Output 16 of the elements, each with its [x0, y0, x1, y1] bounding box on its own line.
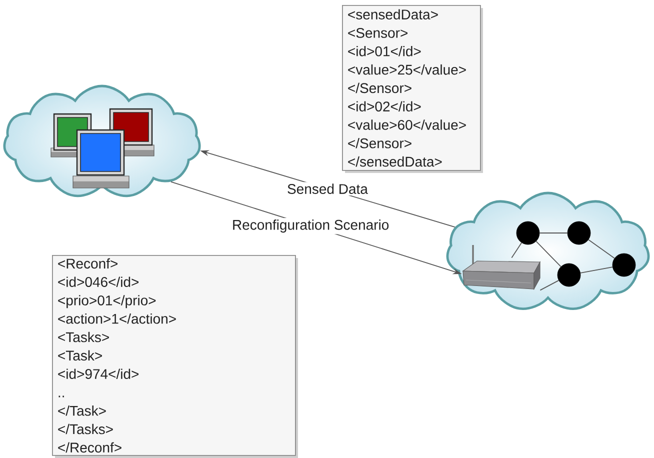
edge-label: Reconfiguration Scenario: [230, 218, 391, 234]
link-line: [511, 242, 522, 258]
xml-message-box: <Reconf> <id>046</id> <prio>01</prio> <action>1</action> <Tasks> <Task> <id>974</id> .. </Task> </Tasks> </Reconf>: [52, 255, 298, 458]
sensor-dot: [557, 263, 581, 287]
sensor-dot: [612, 253, 636, 277]
cloud: [3, 84, 201, 198]
link-line: [536, 240, 562, 268]
link-line: [588, 239, 615, 259]
link-line: [580, 266, 613, 274]
link-line: [540, 280, 560, 291]
xml-message-box: <sensedData> <Sensor> <id>01</id> <value>25</value> </Sensor> <id>02</id> <value>60</value> </Sensor> </sensedData>: [342, 5, 483, 173]
edge-label: Sensed Data: [286, 182, 370, 196]
link-line: [539, 232, 568, 234]
cloud: [446, 192, 650, 310]
sensor-dot: [516, 221, 540, 245]
sensor-dot: [567, 221, 591, 245]
